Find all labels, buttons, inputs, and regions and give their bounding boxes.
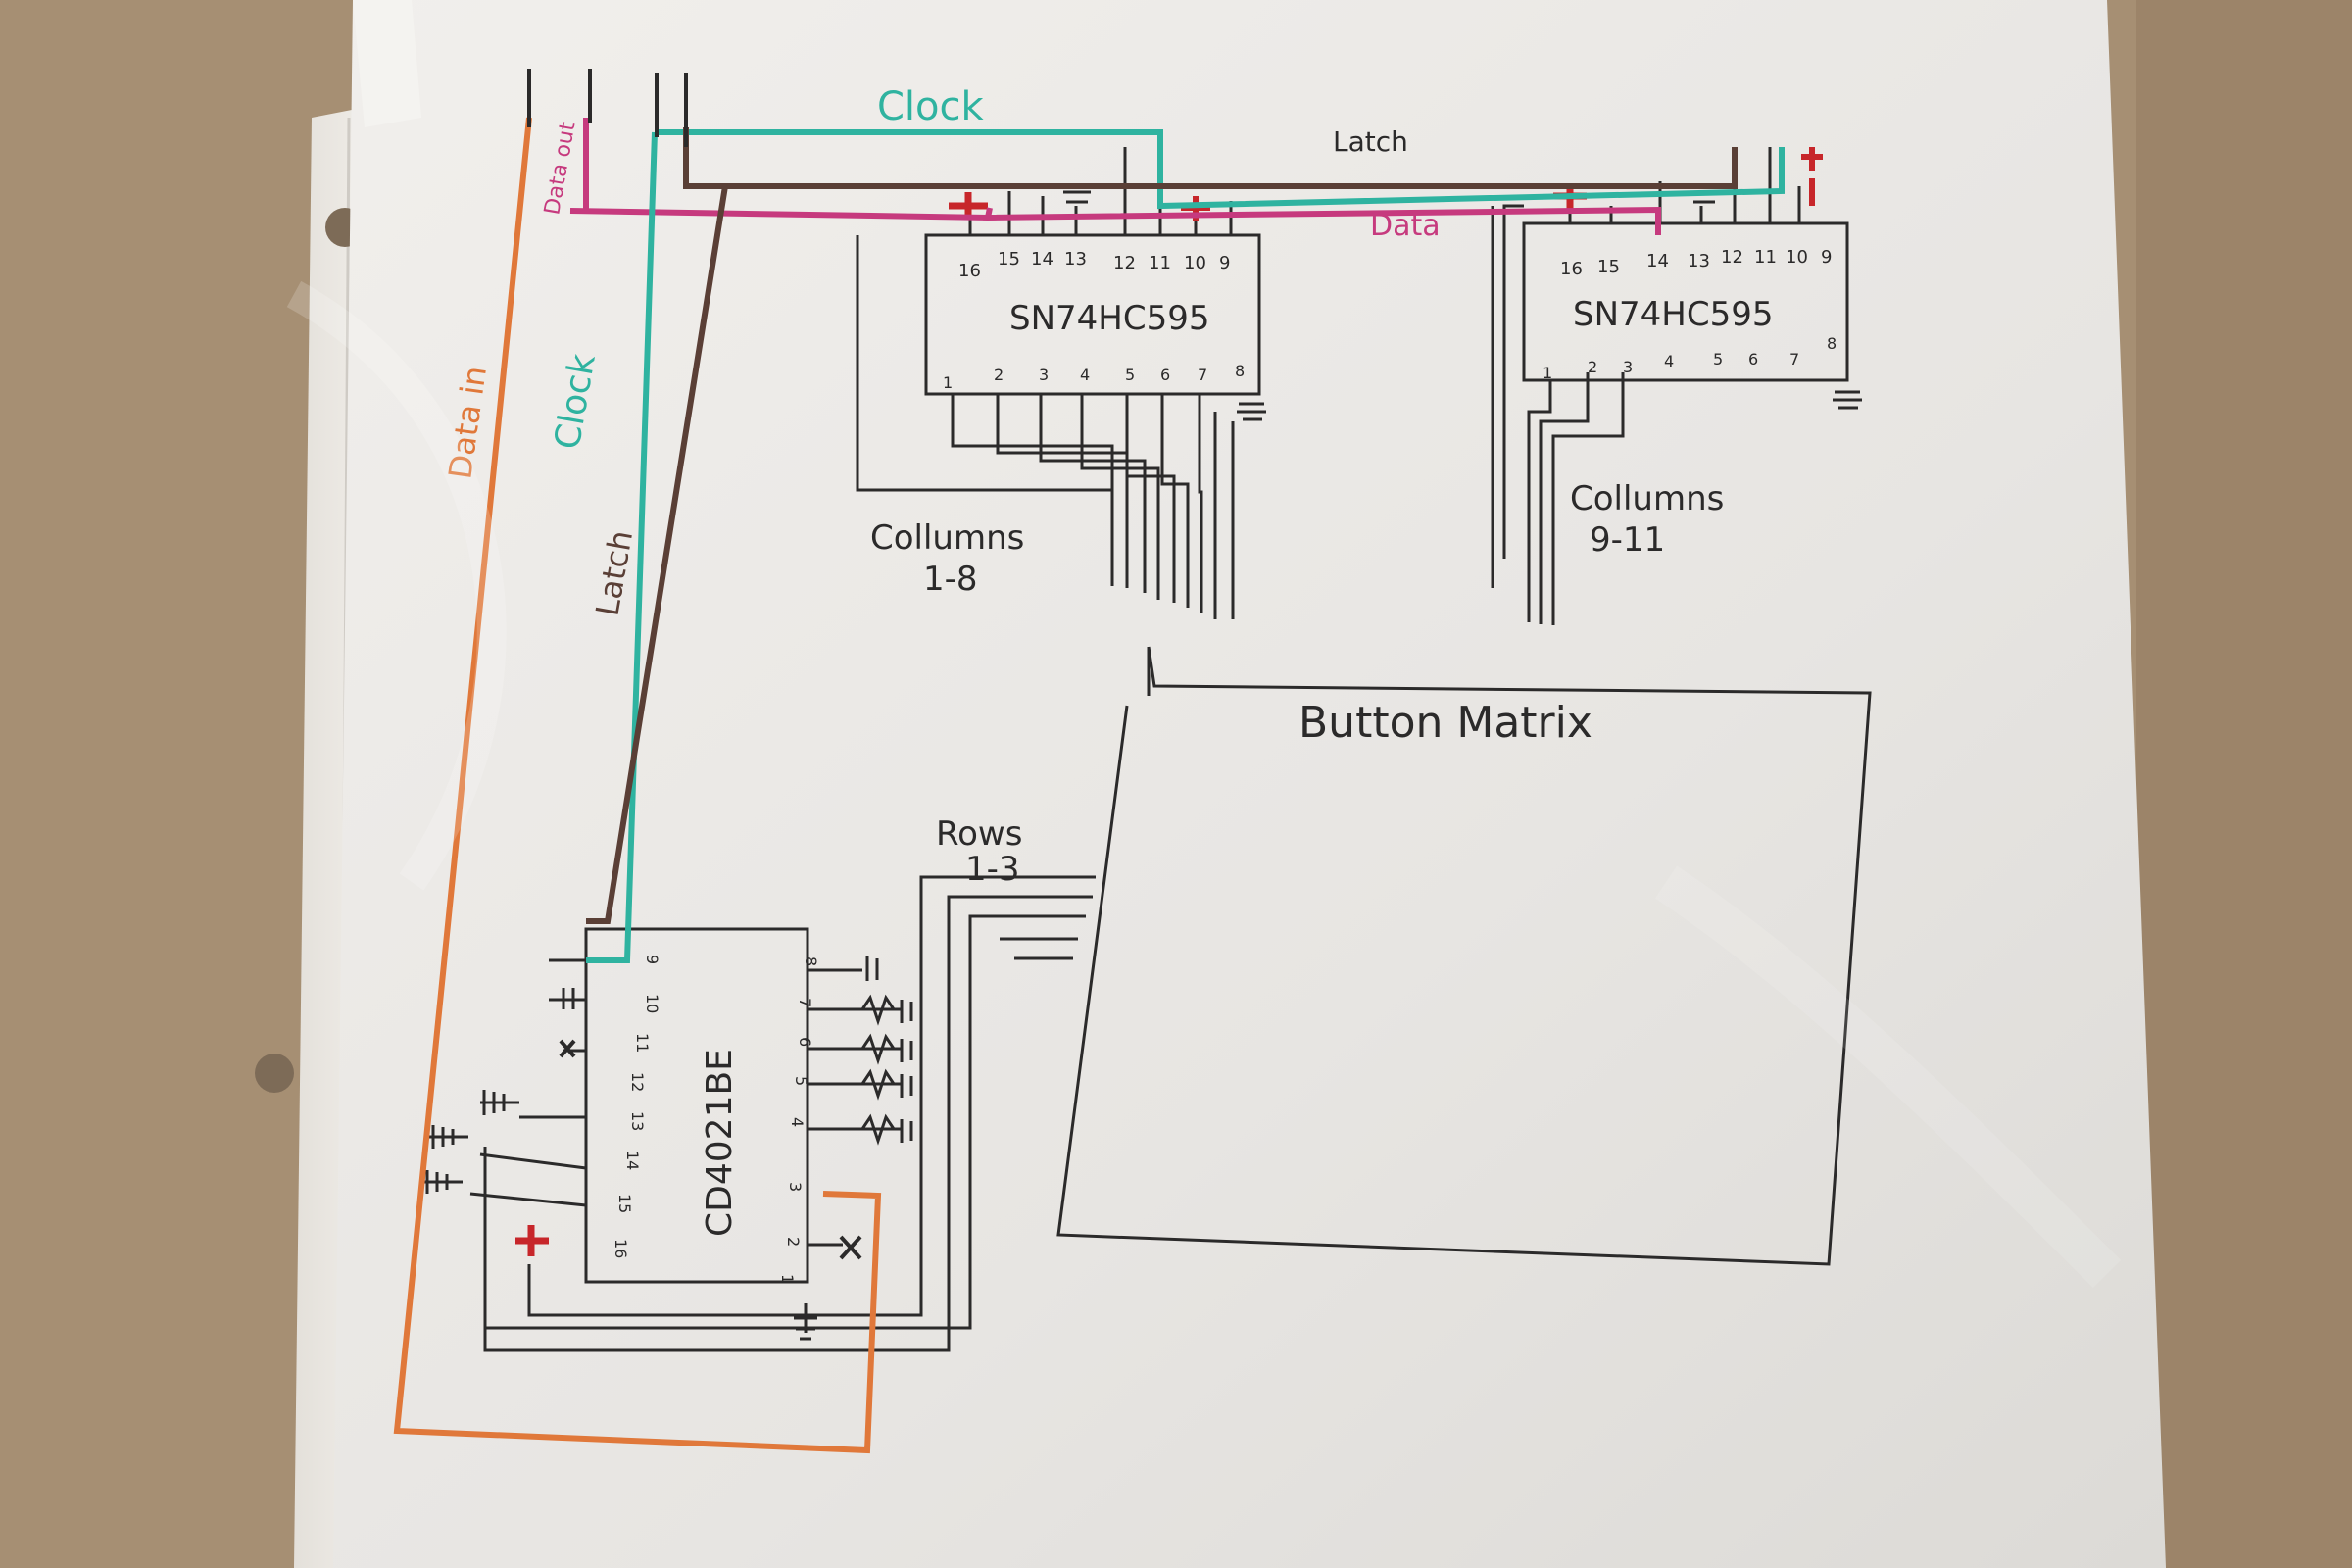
columns-9-11-wires xyxy=(1491,204,1625,625)
chip-label-b: SN74HC595 xyxy=(1573,295,1773,334)
mux-ground-resistors-left xyxy=(423,988,576,1194)
mux-right-leads xyxy=(808,968,902,1247)
columns-9-11-label: Collumns xyxy=(1570,479,1724,518)
pin-5: 5 xyxy=(1125,366,1135,384)
mux-ground-bottom xyxy=(794,1303,817,1341)
pin-6: 6 xyxy=(796,1037,814,1047)
data-mid-label: Data xyxy=(1370,209,1441,243)
parallel-in-shift-register: CD4021BE 9 10 11 12 13 14 15 16 8 7 6 5 … xyxy=(423,927,913,1341)
mux-power-symbol xyxy=(515,1225,549,1256)
plastic-glare xyxy=(286,280,507,891)
pin-11: 11 xyxy=(633,1033,652,1053)
clock-top-label: Clock xyxy=(877,84,985,129)
mux-right-pin-numbers: 8 7 6 5 4 3 2 1 xyxy=(778,956,820,1284)
ground-symbol-a1 xyxy=(1063,190,1091,204)
pin-11: 11 xyxy=(1149,253,1171,273)
mux-chip-label: CD4021BE xyxy=(700,1049,740,1237)
rows-label: Rows xyxy=(936,814,1022,854)
pin-13: 13 xyxy=(1688,251,1710,271)
data-in-wire xyxy=(393,117,882,1454)
pin-7: 7 xyxy=(1789,350,1799,368)
pin-14: 14 xyxy=(623,1151,642,1170)
pin-5: 5 xyxy=(1713,350,1723,368)
rows-range: 1-3 xyxy=(965,850,1020,889)
pin-14: 14 xyxy=(1031,249,1054,270)
data-out-wire xyxy=(569,206,1661,235)
pin-4: 4 xyxy=(1664,352,1674,370)
latch-wire xyxy=(586,127,1738,924)
pin-10: 10 xyxy=(1786,247,1808,268)
clock-wire xyxy=(586,129,1785,963)
mux-left-pin-numbers: 9 10 11 12 13 14 15 16 xyxy=(612,955,662,1258)
pin-11: 11 xyxy=(1754,247,1777,268)
button-matrix: Button Matrix xyxy=(1056,646,1872,1266)
pin-7: 7 xyxy=(796,998,814,1007)
button-matrix-label: Button Matrix xyxy=(1298,698,1592,748)
binder-hole-bottom xyxy=(255,1054,294,1093)
chip-b-bottom-pin-numbers: 1 2 3 4 5 6 7 8 xyxy=(1543,334,1837,382)
pin-12: 12 xyxy=(628,1072,647,1092)
plastic-glare-2 xyxy=(1654,865,2122,1289)
pin-4: 4 xyxy=(1080,366,1090,384)
power-symbol-b2 xyxy=(1801,147,1823,206)
pin-7: 7 xyxy=(1198,366,1207,384)
columns-1-8-label: Collumns xyxy=(870,518,1024,558)
button-matrix-outline xyxy=(1056,646,1872,1266)
header-connector-stubs xyxy=(527,69,688,147)
pin-9: 9 xyxy=(1821,247,1832,268)
pin-6: 6 xyxy=(1748,350,1758,368)
pin-14: 14 xyxy=(1646,251,1669,271)
pin-1: 1 xyxy=(1543,364,1552,382)
ground-symbol-b2 xyxy=(1833,390,1862,410)
pin-15: 15 xyxy=(1597,257,1620,277)
columns-1-8-wires xyxy=(856,235,1235,619)
cardboard-shade xyxy=(2136,0,2352,1568)
pin-9: 9 xyxy=(643,955,662,964)
pin-16: 16 xyxy=(1560,259,1583,279)
pin-2: 2 xyxy=(994,366,1004,384)
pin-13: 13 xyxy=(1064,249,1087,270)
chip-a-bottom-pin-numbers: 1 2 3 4 5 6 7 8 xyxy=(943,362,1245,392)
pin-1: 1 xyxy=(943,373,953,392)
pin-1: 1 xyxy=(778,1274,797,1284)
paper-top-edge xyxy=(353,0,421,127)
mux-left-leads xyxy=(469,958,587,1207)
pin-15: 15 xyxy=(998,249,1020,270)
pin-8: 8 xyxy=(1827,334,1837,353)
pin-10: 10 xyxy=(1184,253,1206,273)
pin-12: 12 xyxy=(1721,247,1743,268)
pin-3: 3 xyxy=(1623,358,1633,376)
pin-3: 3 xyxy=(1039,366,1049,384)
ground-symbol-a2 xyxy=(1237,402,1266,421)
chip-b-top-pin-numbers: 16 15 14 13 12 11 10 9 xyxy=(1560,247,1832,279)
pin-4: 4 xyxy=(788,1117,807,1127)
pin-6: 6 xyxy=(1160,366,1170,384)
paper-sheet xyxy=(333,0,2166,1568)
pin-12: 12 xyxy=(1113,253,1136,273)
pin-3: 3 xyxy=(786,1182,805,1192)
rows-1-3-wires xyxy=(483,875,1096,1352)
pin-15: 15 xyxy=(615,1194,634,1213)
pin-10: 10 xyxy=(643,994,662,1013)
chip-a-top-pin-numbers: 16 15 14 13 12 11 10 9 xyxy=(958,249,1230,281)
mux-chip-body xyxy=(584,927,809,1284)
pin-9: 9 xyxy=(1219,253,1230,273)
pin-5: 5 xyxy=(792,1076,810,1086)
pin-2: 2 xyxy=(784,1237,803,1247)
chip-label-a: SN74HC595 xyxy=(1009,299,1209,338)
pin-8: 8 xyxy=(1235,362,1245,380)
pin-16: 16 xyxy=(958,261,981,281)
chip-body-a xyxy=(924,233,1261,396)
latch-top-label: Latch xyxy=(1333,125,1408,158)
columns-9-11-range: 9-11 xyxy=(1590,520,1665,560)
pin-16: 16 xyxy=(612,1239,630,1258)
mux-ground-resistors-right xyxy=(839,956,913,1260)
shift-register-a: SN74HC595 16 15 14 13 12 11 10 9 1 2 3 4… xyxy=(856,147,1266,619)
pin-2: 2 xyxy=(1588,358,1597,376)
columns-1-8-range: 1-8 xyxy=(923,560,978,599)
pin-8: 8 xyxy=(802,956,820,966)
chip-body-b xyxy=(1522,221,1849,382)
pin-13: 13 xyxy=(628,1111,647,1131)
